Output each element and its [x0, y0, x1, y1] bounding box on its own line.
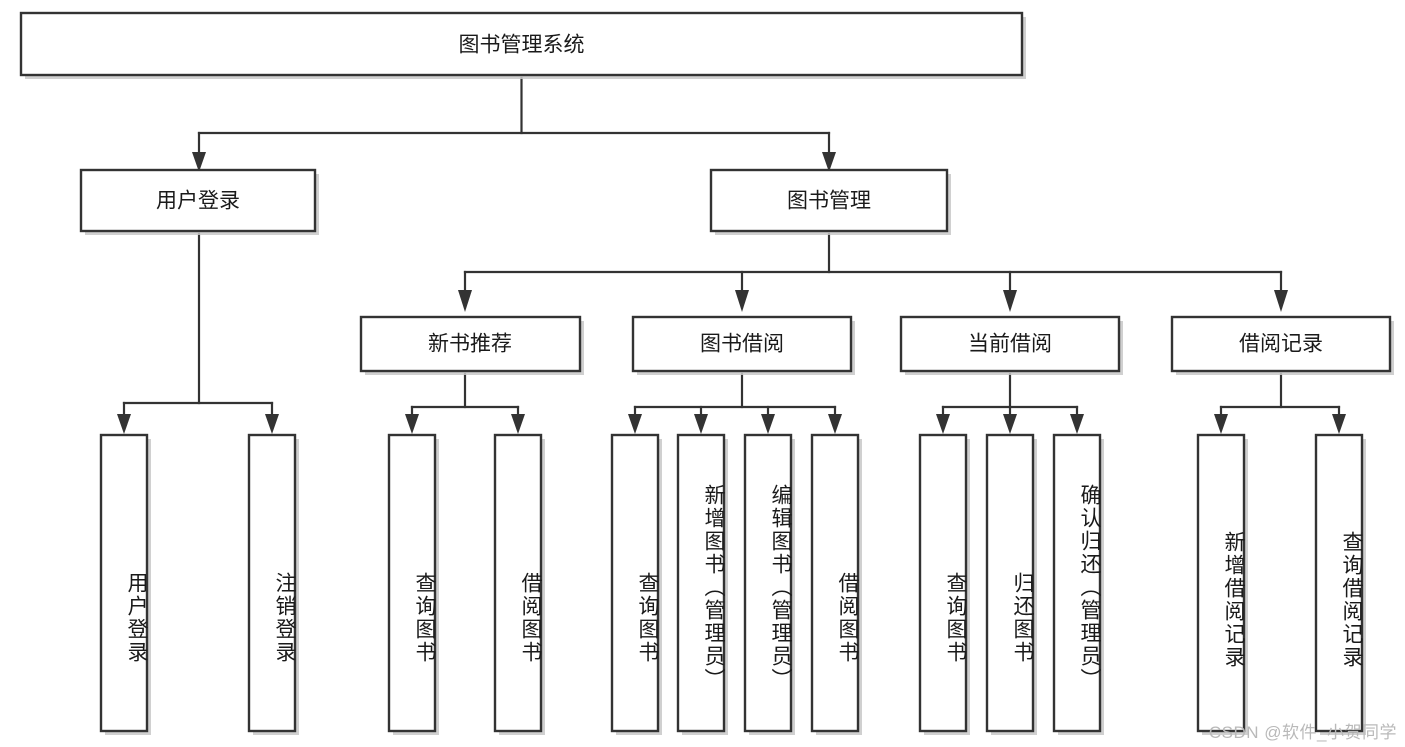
- node-book-management-label: 图书管理: [787, 190, 871, 213]
- node-book-borrow-box[interactable]: [631, 315, 853, 373]
- leaf-cb-confirm-return[interactable]: [1052, 433, 1104, 735]
- node-root-box[interactable]: [19, 11, 1024, 77]
- node-book-borrow-label: 图书借阅: [700, 333, 784, 356]
- leaf-nb-borrow-book[interactable]: [493, 433, 545, 735]
- arrow-head-br-query-record: [1332, 414, 1346, 434]
- leaf-br-add-record[interactable]: [1196, 433, 1248, 735]
- leaf-br-add-record-box[interactable]: [1196, 433, 1246, 733]
- node-current-borrow-box[interactable]: [899, 315, 1121, 373]
- arrow-head-cb-return-book: [1003, 414, 1017, 434]
- leaf-cb-return-book-box[interactable]: [985, 433, 1035, 733]
- arrow-head-borrow-record: [1274, 290, 1288, 312]
- leaf-bb-borrow-book[interactable]: [810, 433, 862, 735]
- arrow-head-bb-add-book: [694, 414, 708, 434]
- leaf-bb-edit-book[interactable]: [743, 433, 795, 735]
- leaf-cb-query-book[interactable]: [918, 433, 970, 735]
- leaf-bb-edit-book-box[interactable]: [743, 433, 793, 733]
- node-new-book-recommend-label: 新书推荐: [428, 333, 512, 356]
- leaf-nb-query-book-box[interactable]: [387, 433, 437, 733]
- connector-group-book-mgmt: [458, 232, 1288, 312]
- leaf-nb-borrow-book-box[interactable]: [493, 433, 543, 733]
- leaf-cb-query-book-box[interactable]: [918, 433, 968, 733]
- connector-group-borrow-record: [1214, 372, 1346, 434]
- arrow-head-book-mgmt: [822, 152, 836, 172]
- node-root-label: 图书管理系统: [459, 34, 585, 57]
- leaf-bb-query-book-box[interactable]: [610, 433, 660, 733]
- leaf-cb-return-book[interactable]: [985, 433, 1037, 735]
- node-user-login-box[interactable]: [79, 168, 317, 233]
- node-user-login-label: 用户登录: [156, 190, 240, 213]
- watermark-text: CSDN @软件_小贺同学: [1208, 723, 1397, 742]
- node-borrow-record-box[interactable]: [1170, 315, 1392, 373]
- leaf-user-login-box[interactable]: [99, 433, 149, 733]
- node-current-borrow-label: 当前借阅: [968, 333, 1052, 356]
- arrow-head-cb-confirm-return: [1070, 414, 1084, 434]
- node-user-login[interactable]: 用户登录: [79, 168, 319, 235]
- arrow-head-leaf-user-login: [117, 414, 131, 434]
- connector-group-new-book: [405, 372, 525, 434]
- arrow-head-new-book: [458, 290, 472, 312]
- arrow-head-nb-borrow-book: [511, 414, 525, 434]
- node-book-management[interactable]: 图书管理: [709, 168, 951, 235]
- node-root[interactable]: 图书管理系统: [19, 11, 1026, 79]
- arrow-head-user-login: [192, 152, 206, 172]
- node-new-book-recommend-box[interactable]: [359, 315, 582, 373]
- node-book-borrow[interactable]: 图书借阅: [631, 315, 855, 375]
- arrow-head-current-borrow: [1003, 290, 1017, 312]
- node-book-management-box[interactable]: [709, 168, 949, 233]
- node-borrow-record[interactable]: 借阅记录: [1170, 315, 1394, 375]
- leaf-logout[interactable]: [247, 433, 299, 735]
- leaf-user-login[interactable]: [99, 433, 151, 735]
- arrow-head-br-add-record: [1214, 414, 1228, 434]
- arrow-head-nb-query-book: [405, 414, 419, 434]
- arrow-head-book-borrow: [735, 290, 749, 312]
- arrow-head-bb-edit-book: [761, 414, 775, 434]
- leaf-nb-query-book[interactable]: [387, 433, 439, 735]
- node-current-borrow[interactable]: 当前借阅: [899, 315, 1123, 375]
- connector-group-current-borrow: [936, 372, 1084, 434]
- node-borrow-record-label: 借阅记录: [1239, 333, 1323, 356]
- connector-group-book-borrow: [628, 372, 842, 434]
- leaf-bb-add-book-box[interactable]: [676, 433, 726, 733]
- node-new-book-recommend[interactable]: 新书推荐: [359, 315, 584, 375]
- leaf-br-query-record-box[interactable]: [1314, 433, 1364, 733]
- arrow-head-leaf-logout: [265, 414, 279, 434]
- leaf-bb-borrow-book-box[interactable]: [810, 433, 860, 733]
- leaf-bb-add-book[interactable]: [676, 433, 728, 735]
- arrow-head-bb-borrow-book: [828, 414, 842, 434]
- arrow-head-cb-query-book: [936, 414, 950, 434]
- leaf-bb-query-book[interactable]: [610, 433, 662, 735]
- arrow-head-bb-query-book: [628, 414, 642, 434]
- connector-group-user-login: [117, 232, 279, 434]
- connector-group-root: [192, 76, 836, 172]
- leaf-cb-confirm-return-box[interactable]: [1052, 433, 1102, 733]
- leaf-br-query-record[interactable]: [1314, 433, 1366, 735]
- leaf-logout-box[interactable]: [247, 433, 297, 733]
